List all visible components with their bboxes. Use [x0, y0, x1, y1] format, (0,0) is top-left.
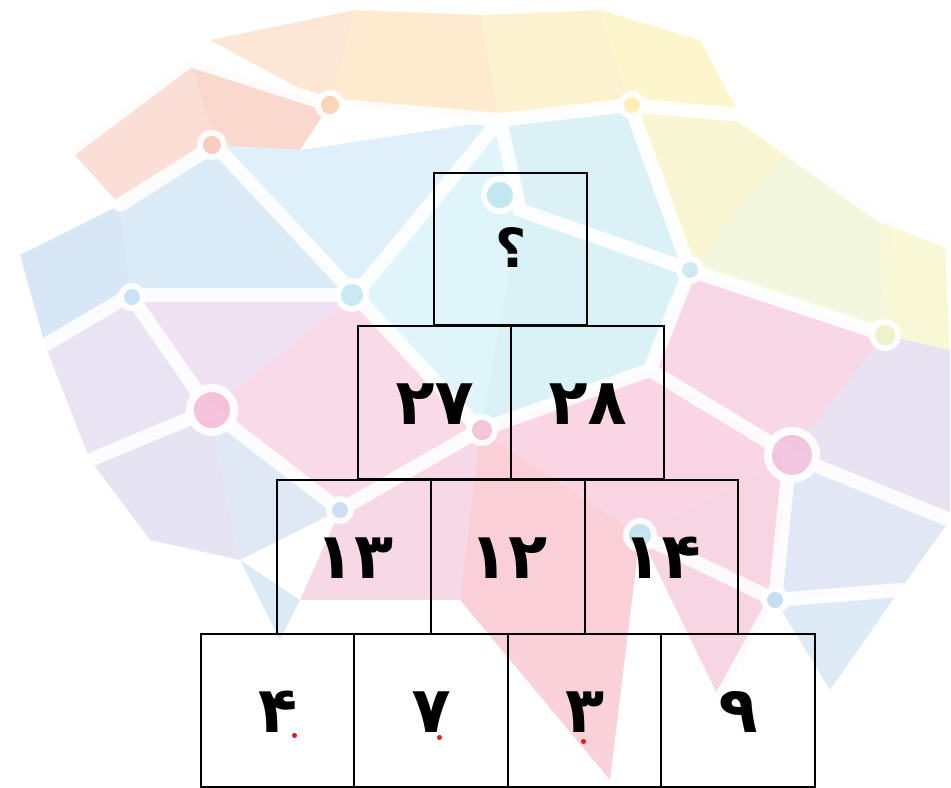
cell-row3-middle: ۱۲: [430, 479, 586, 635]
cell-row4-3: ۳: [507, 633, 662, 788]
cell-value: ۷: [411, 673, 451, 748]
cell-row2-left: ۲۷: [357, 325, 512, 480]
cell-row3-left: ۱۳: [276, 479, 432, 635]
cell-value: ۳: [564, 673, 605, 748]
cell-value: ۱۳: [314, 520, 394, 594]
cell-value: ۲۸: [548, 365, 627, 440]
cell-row2-right: ۲۸: [510, 325, 665, 480]
cell-value: ۱۴: [622, 520, 701, 594]
cell-value: ؟: [494, 217, 527, 280]
cell-value: ۱۲: [468, 520, 548, 594]
red-dot-mark: [292, 733, 297, 738]
cell-row4-2: ۷: [353, 633, 509, 788]
cell-value: ۴: [257, 673, 298, 748]
cell-row3-right: ۱۴: [584, 479, 739, 635]
red-dot-mark: [581, 739, 586, 744]
cell-value: ۲۷: [395, 365, 474, 440]
cell-row4-4: ۹: [660, 633, 816, 788]
cell-value: ۹: [718, 673, 758, 748]
cell-top: ؟: [433, 172, 588, 326]
red-dot-mark: [437, 735, 442, 740]
cell-row4-1: ۴: [200, 633, 355, 788]
